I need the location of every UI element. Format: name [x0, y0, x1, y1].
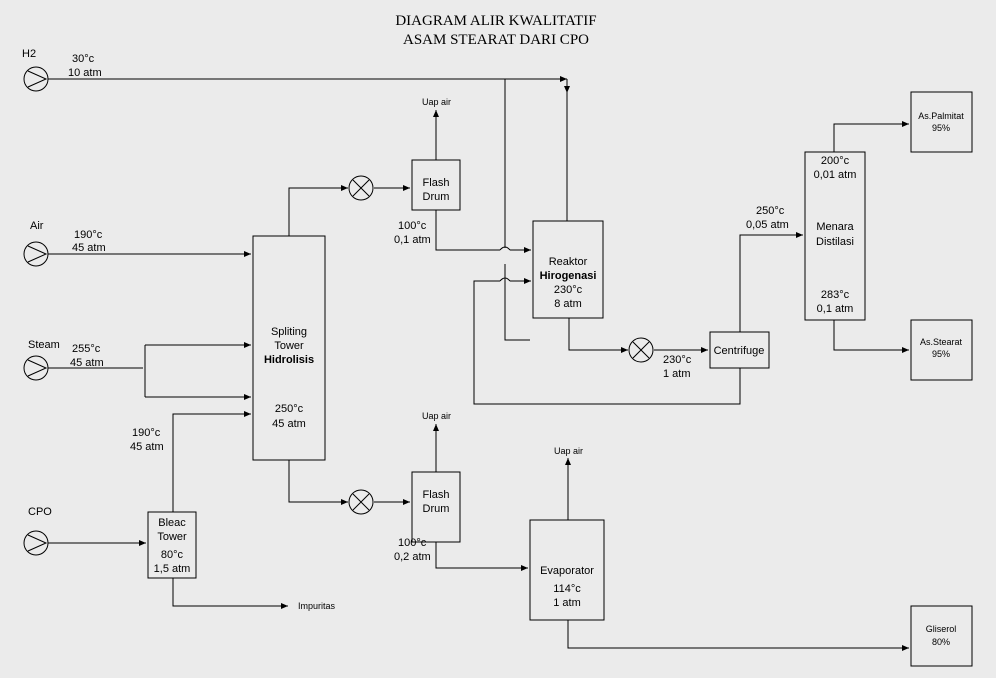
- pump-air-icon: [23, 241, 49, 267]
- splitting-tower-line3: Hidrolisis: [264, 354, 314, 366]
- evaporator-pressure: 1 atm: [553, 597, 581, 609]
- pump-h2-icon: [23, 66, 49, 92]
- reactor-box: [532, 220, 604, 319]
- reactor-temp: 230°c: [554, 284, 583, 296]
- output-gliserol-box: [910, 605, 973, 667]
- output-uap-air-1: Uap air: [422, 97, 451, 107]
- centrifuge-box: [709, 331, 770, 369]
- output-stearat-line1: As.Stearat: [920, 337, 963, 347]
- output-stearat-line2: 95%: [932, 349, 950, 359]
- output-uap-air-2: Uap air: [422, 411, 451, 421]
- distillation-feed-temp: 250°c: [756, 205, 785, 217]
- distillation-bottom-pressure: 0,1 atm: [817, 303, 854, 315]
- splitting-tower-line1: Spliting: [271, 326, 307, 338]
- bleach-tower-pressure: 1,5 atm: [154, 563, 191, 575]
- reactor-line2: Hirogenasi: [540, 270, 597, 282]
- input-steam-label: Steam: [28, 339, 60, 351]
- output-impuritas-label: Impuritas: [298, 601, 336, 611]
- reactor-pressure: 8 atm: [554, 298, 582, 310]
- pump-cpo-icon: [23, 530, 49, 556]
- bleach-tower-box: [147, 511, 197, 579]
- reactor-line1: Reaktor: [549, 256, 588, 268]
- distillation-top-temp: 200°c: [821, 155, 850, 167]
- distillation-line1: Menara: [816, 221, 854, 233]
- input-air-label: Air: [30, 220, 44, 232]
- bleach-tower-line1: Bleac: [158, 517, 186, 529]
- centrifuge-pressure: 1 atm: [663, 368, 691, 380]
- distillation-bottom-temp: 283°c: [821, 289, 850, 301]
- heat-exchanger-top-icon: [348, 175, 374, 201]
- input-air-pressure: 45 atm: [72, 242, 106, 254]
- flash-drum-top-line1: Flash: [423, 177, 450, 189]
- splitting-tower-box: [252, 235, 326, 461]
- flash-drum-top-temp: 100°c: [398, 220, 427, 232]
- centrifuge-temp: 230°c: [663, 354, 692, 366]
- splitting-tower-pressure: 45 atm: [272, 418, 306, 430]
- input-h2-label: H2: [22, 48, 36, 60]
- diagram-title-line1: DIAGRAM ALIR KWALITATIF: [395, 13, 596, 29]
- output-gliserol-line2: 80%: [932, 637, 950, 647]
- distillation-box: [804, 151, 866, 321]
- evaporator-label: Evaporator: [540, 565, 594, 577]
- flash-drum-bottom-line2: Drum: [423, 503, 450, 515]
- output-palmitat-box: [910, 91, 973, 153]
- output-uap-air-3: Uap air: [554, 446, 583, 456]
- bleach-tower-line2: Tower: [157, 531, 187, 543]
- flash-drum-top-box: [411, 159, 461, 211]
- bleach-feed-temp: 190°c: [132, 427, 161, 439]
- centrifuge-label: Centrifuge: [714, 345, 765, 357]
- output-stearat-box: [910, 319, 973, 381]
- output-palmitat-line1: As.Palmitat: [918, 111, 964, 121]
- splitting-tower-line2: Tower: [274, 340, 304, 352]
- flash-drum-bottom-line1: Flash: [423, 489, 450, 501]
- flash-drum-top-pressure: 0,1 atm: [394, 234, 431, 246]
- evaporator-box: [529, 519, 605, 621]
- distillation-line2: Distilasi: [816, 236, 854, 248]
- heat-exchanger-bottom-icon: [348, 489, 374, 515]
- output-palmitat-line2: 95%: [932, 123, 950, 133]
- flash-drum-bottom-box: [411, 471, 461, 543]
- heat-exchanger-reactor-icon: [628, 337, 654, 363]
- diagram-title-line2: ASAM STEARAT DARI CPO: [403, 32, 589, 48]
- pump-steam-icon: [23, 355, 49, 381]
- output-gliserol-line1: Gliserol: [926, 624, 957, 634]
- splitting-tower-temp: 250°c: [275, 403, 304, 415]
- input-h2-temp: 30°c: [72, 53, 95, 65]
- distillation-feed-pressure: 0,05 atm: [746, 219, 789, 231]
- input-steam-pressure: 45 atm: [70, 357, 104, 369]
- input-air-temp: 190°c: [74, 229, 103, 241]
- input-h2-pressure: 10 atm: [68, 67, 102, 79]
- bleach-tower-temp: 80°c: [161, 549, 184, 561]
- input-cpo-label: CPO: [28, 506, 52, 518]
- evaporator-temp: 114°c: [553, 583, 581, 595]
- bleach-feed-pressure: 45 atm: [130, 441, 164, 453]
- flash-drum-bottom-temp: 100°c: [398, 537, 427, 549]
- distillation-top-pressure: 0,01 atm: [814, 169, 857, 181]
- flash-drum-bottom-pressure: 0,2 atm: [394, 551, 431, 563]
- flash-drum-top-line2: Drum: [423, 191, 450, 203]
- input-steam-temp: 255°c: [72, 343, 101, 355]
